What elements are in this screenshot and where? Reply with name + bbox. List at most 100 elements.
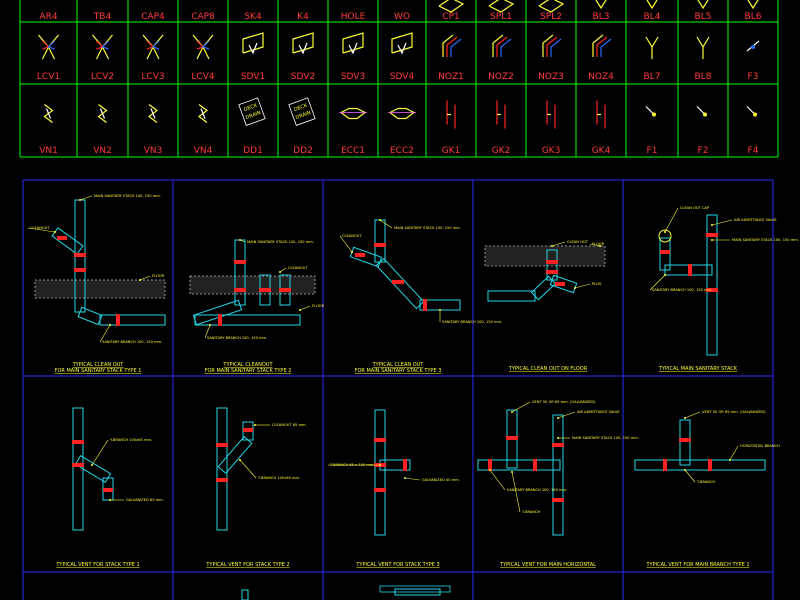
- leader-line: [27, 227, 56, 233]
- pipe-joint: [259, 288, 271, 292]
- pipe-segment: [216, 407, 228, 531]
- legend-label-bl7: BL7: [644, 72, 661, 82]
- pipe-segment: [394, 588, 441, 596]
- leader-dot: [91, 464, 93, 466]
- leader-line: [404, 477, 421, 481]
- legend-label-noz2: NOZ2: [488, 72, 514, 82]
- legend-cell-noz4: NOZ4: [588, 34, 614, 82]
- detail-cleanout-type-1: MAIN SANITARY STACK 100, 150 mm.CLEANOUT…: [27, 194, 166, 374]
- legend-symbol: [600, 38, 612, 57]
- caption-detail-5: TYPICAL MAIN SANITARY STACK: [658, 366, 738, 372]
- legend-cell-sdv4: SDV4: [390, 32, 414, 82]
- pipe-joint: [403, 459, 407, 471]
- caption-detail-3: FOR MAIN SANITARY STACK TYPE 3: [355, 368, 442, 374]
- pipe-joint: [374, 488, 386, 492]
- legend-cell-ecc1: ECC1: [339, 107, 367, 156]
- pipe-joint: [488, 459, 492, 471]
- leader-line: [711, 219, 733, 226]
- pipe-joint: [355, 253, 365, 257]
- pipe-joint: [663, 459, 667, 471]
- legend-symbol: [101, 40, 109, 50]
- legend-symbol: [488, 0, 515, 13]
- legend-symbol: [298, 42, 308, 55]
- legend-symbol: [697, 0, 709, 10]
- legend-cell-ar4: AR4: [39, 12, 57, 22]
- ann-clean-out: CLEAN OUT: [567, 240, 589, 244]
- leader-line: [339, 235, 353, 253]
- pipe-segment: [477, 459, 561, 471]
- pipe-joint: [506, 436, 518, 440]
- legend-label-ecc1: ECC1: [341, 146, 365, 156]
- legend-symbol: [450, 38, 462, 57]
- leader-line: [729, 445, 739, 461]
- pipe-segment: [72, 407, 84, 531]
- ann-galvanized: GALVANIZED 65 mm.: [126, 498, 164, 502]
- ann-floor: FLOOR: [152, 274, 165, 278]
- leader-dot: [209, 324, 211, 326]
- leader-line: [279, 267, 287, 273]
- legend-cell-noz1: NOZ1: [438, 34, 464, 82]
- legend-symbol: [150, 108, 156, 119]
- leader-line: [589, 243, 601, 247]
- legend-cell-noz3: NOZ3: [538, 34, 564, 82]
- legend-symbol: [292, 32, 314, 54]
- legend-symbol: [546, 36, 558, 57]
- legend-label-gk2: GK2: [492, 146, 511, 156]
- pipe-joint: [72, 440, 84, 444]
- legend-label-wo: WO: [394, 12, 410, 22]
- legend-cell-spl2: SPL2: [538, 0, 565, 22]
- legend-cell-vn2: VN2: [93, 104, 112, 156]
- caption-vent-5: TYPICAL VENT FOR MAIN BRANCH TYPE 1: [645, 562, 749, 568]
- pipe-segment: [74, 199, 86, 313]
- pipe-joint: [72, 463, 84, 467]
- pipe-joint: [216, 443, 228, 447]
- legend-symbol: [696, 36, 710, 49]
- legend-symbol: [492, 34, 504, 57]
- legend-symbol: [496, 36, 508, 57]
- legend-cell-cap8: CAP8: [191, 12, 215, 22]
- leader-line: [139, 275, 151, 281]
- ann-sanitary-branch: SANITARY BRANCH 100, 150 mm.: [102, 340, 162, 344]
- ann-y-branch: Y-BRANCH 100x65 mm.: [110, 438, 152, 442]
- legend-cell-sdv1: SDV1: [241, 32, 265, 82]
- pipe-segment: [374, 219, 386, 263]
- legend-symbol: [389, 107, 416, 120]
- legend-cell-hole: HOLE: [341, 12, 366, 22]
- pipe-segment: [706, 214, 718, 356]
- pipe-joint: [116, 314, 120, 326]
- legend-label-vn2: VN2: [93, 146, 112, 156]
- detail-vent-stack-type-2: CLEANOUT 65 mm.T-BRANCH 100x65 mm.TYPICA…: [205, 407, 307, 568]
- ann-vent-spec: VENT 50 OR 65 mm. (GALVANIZED): [532, 400, 596, 404]
- caption-vent-4: TYPICAL VENT FOR MAIN HORIZONTAL: [499, 562, 596, 568]
- leader-line: [299, 305, 311, 311]
- pipe-joint: [103, 488, 113, 492]
- floor-slab: [484, 245, 606, 267]
- pipe-joint: [552, 498, 564, 502]
- legend-cell-f4: F4: [746, 106, 759, 156]
- pipe-segment: [419, 299, 461, 311]
- legend-symbol: [646, 0, 658, 10]
- caption-vent-2: TYPICAL VENT FOR STACK TYPE 2: [205, 562, 289, 568]
- partial-fitting: [379, 585, 451, 593]
- caption-detail-2: FOR MAIN SANITARY STACK TYPE 2: [205, 368, 292, 374]
- legend-cell-gk4: GK4: [592, 100, 611, 156]
- leader-dot: [299, 309, 301, 311]
- pipe-joint: [216, 478, 228, 482]
- cleanout-cap: [658, 229, 672, 243]
- legend-cell-cp1: CP1: [438, 0, 465, 22]
- legend-symbol: [391, 32, 413, 54]
- ann-main-stack-6: MAIN SANITARY STACK 100, 150 mm.: [572, 436, 639, 440]
- leader-dot: [664, 231, 666, 233]
- pipe-segment: [349, 246, 383, 268]
- legend-label-tb4: TB4: [93, 12, 112, 22]
- legend-symbol: [652, 112, 656, 117]
- legend-label-lcv2: LCV2: [91, 72, 114, 82]
- legend-label-spl2: SPL2: [540, 12, 562, 22]
- legend-cell-gk2: GK2: [492, 100, 511, 156]
- ann-vent-maintenance: AIR ADMITTANCE VALVE: [734, 218, 777, 222]
- legend-label-bl5: BL5: [695, 12, 712, 22]
- ann-plug: PLUG: [592, 282, 602, 286]
